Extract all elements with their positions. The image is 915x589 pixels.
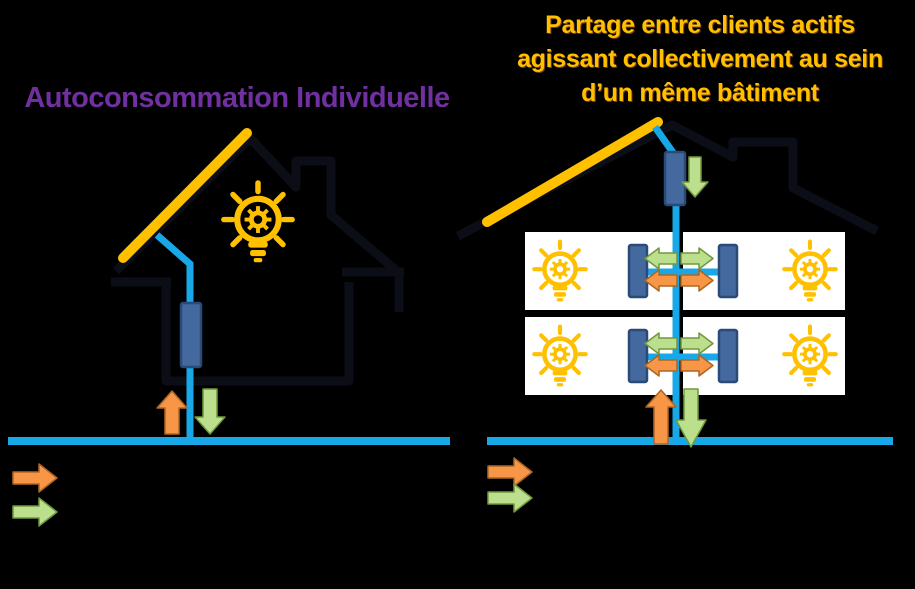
arrow-down-green-icon (194, 388, 226, 435)
production-meter-icon (663, 150, 687, 207)
legend-arrow-orange-icon (12, 463, 58, 493)
house-walls (161, 282, 354, 386)
collective-building-diagram (455, 117, 893, 448)
arrow-up-orange-icon (156, 390, 188, 435)
legend-arrow-green-icon (12, 497, 58, 527)
electricity-meter-icon (179, 301, 203, 369)
title-collective-line3: d’un même bâtiment (581, 79, 819, 107)
legend-arrow-orange-icon (487, 457, 533, 487)
apartment-meter-icon (627, 243, 649, 299)
apartment-meter-icon (717, 243, 739, 299)
title-collective: Partage entre clients actifs agissant co… (488, 8, 912, 110)
solar-panel-icon (482, 117, 663, 227)
title-collective-line2: agissant collectivement au sein (517, 45, 883, 73)
arrow-up-orange-icon (645, 389, 677, 445)
title-individual: Autoconsommation Individuelle (24, 82, 450, 114)
title-collective-line1: Partage entre clients actifs (545, 11, 855, 39)
arrow-right-orange-icon (680, 269, 714, 292)
building-roof-outline (455, 120, 880, 240)
arrow-left-green-icon (644, 247, 678, 270)
solar-panel-icon (118, 128, 252, 263)
lightbulb-gear-icon (224, 183, 292, 262)
panel-drop-wire (652, 124, 677, 157)
service-wire (154, 232, 194, 437)
arrow-down-green-icon (675, 388, 707, 448)
apartment-meter-icon (717, 328, 739, 384)
arrow-left-green-icon (644, 332, 678, 355)
legend-right (487, 457, 533, 513)
arrow-right-green-icon (680, 332, 714, 355)
arrow-left-orange-icon (644, 269, 678, 292)
legend-arrow-green-icon (487, 483, 533, 513)
arrow-down-green-icon (681, 156, 709, 198)
arrow-right-green-icon (680, 247, 714, 270)
legend-left (12, 463, 58, 527)
house-outline (112, 133, 401, 276)
arrow-left-orange-icon (644, 354, 678, 377)
arrow-right-orange-icon (680, 354, 714, 377)
apartment-meter-icon (627, 328, 649, 384)
individual-house-diagram (8, 128, 450, 445)
